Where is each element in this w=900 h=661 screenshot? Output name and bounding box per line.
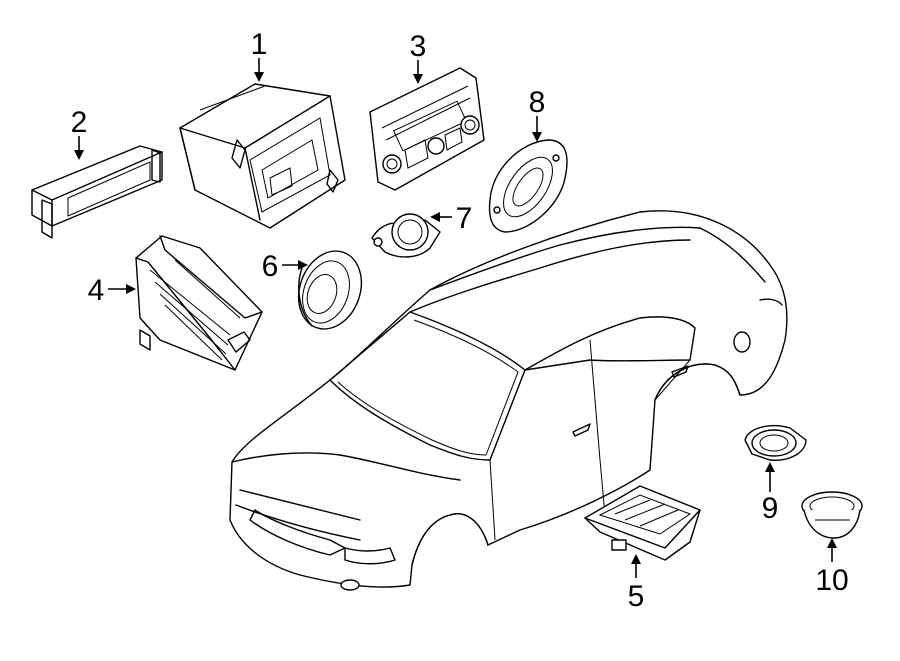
part-rear-speaker: [488, 139, 568, 233]
part-control-panel: [369, 67, 485, 191]
callout-6: 6: [262, 250, 279, 283]
part-small-speaker: [744, 424, 807, 461]
callout-4: 4: [88, 274, 105, 307]
part-door-speaker: [297, 250, 363, 330]
part-under-seat-module: [584, 485, 701, 561]
callout-1: 1: [251, 28, 268, 61]
callout-7: 7: [456, 202, 473, 235]
callout-arrows: [74, 58, 837, 578]
vehicle-body-outline: [229, 210, 788, 591]
part-subwoofer: [801, 491, 863, 539]
part-radio-receiver: [179, 83, 346, 229]
callout-3: 3: [410, 30, 427, 63]
callout-2: 2: [71, 106, 88, 139]
callout-10: 10: [815, 564, 848, 597]
callout-9: 9: [762, 492, 779, 525]
part-amplifier: [135, 235, 263, 371]
part-display-module: [31, 145, 163, 239]
callout-5: 5: [628, 580, 645, 613]
callout-8: 8: [529, 86, 546, 119]
part-tweeter: [371, 213, 441, 258]
